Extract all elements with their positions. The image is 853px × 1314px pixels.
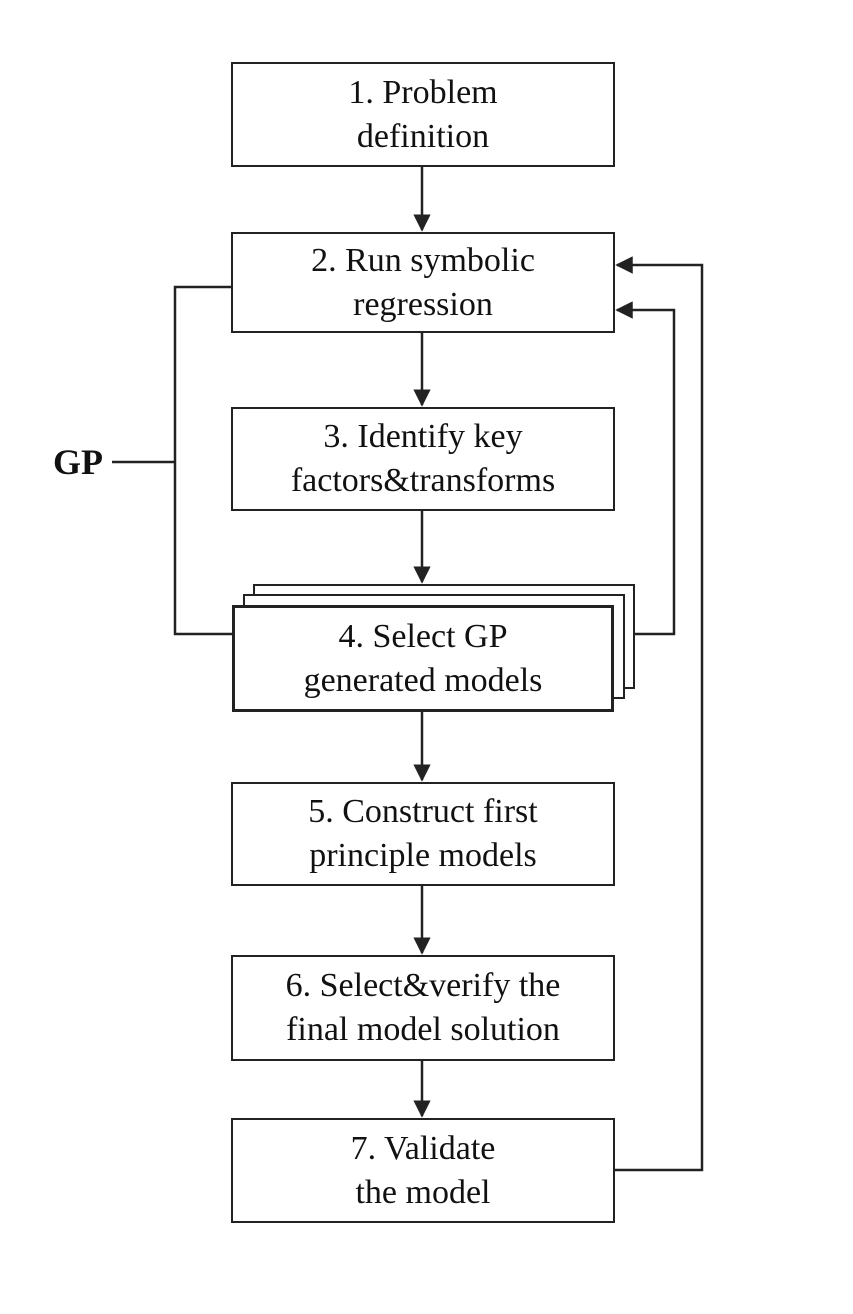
step-7-validate-the-model: 7. Validate the model [231, 1118, 615, 1223]
step-5-line-1: 5. Construct first [308, 793, 538, 830]
step-3-line-1: 3. Identify key [323, 418, 523, 455]
step-4-line-1: 4. Select GP [338, 617, 508, 655]
step-4-line-2: generated models [303, 661, 543, 699]
step-5-line-2: principle models [309, 837, 537, 874]
step-1-line-1: 1. Problem [348, 73, 498, 111]
step-6-line-1: 6. Select&verify the [285, 967, 561, 1004]
step-7-line-1: 7. Validate [350, 1129, 496, 1167]
step-2-line-2: regression [353, 285, 493, 323]
gp-group-bracket [173, 285, 232, 636]
step-6-line-2: final model solution [286, 1011, 560, 1048]
feedback-arrow-step4-to-step2 [615, 301, 676, 636]
step-3-identify-key-factors: 3. Identify key factors&transforms [231, 407, 615, 511]
step-1-line-2: definition [356, 117, 490, 155]
step-6-select-verify-final-model: 6. Select&verify the final model solutio… [231, 955, 615, 1061]
step-5-construct-first-principle-models: 5. Construct first principle models [231, 782, 615, 886]
feedback-arrow-step7-to-step2 [614, 256, 704, 1172]
step-2-line-1: 2. Run symbolic [311, 241, 535, 279]
step-2-run-symbolic-regression: 2. Run symbolic regression [231, 232, 615, 333]
step-1-problem-definition: 1. Problem definition [231, 62, 615, 167]
gp-group-label: GP [53, 442, 103, 482]
step-3-line-2: factors&transforms [290, 462, 556, 499]
step-7-line-2: the model [355, 1173, 491, 1211]
step-4-select-gp-generated-models: 4. Select GP generated models [232, 605, 614, 712]
